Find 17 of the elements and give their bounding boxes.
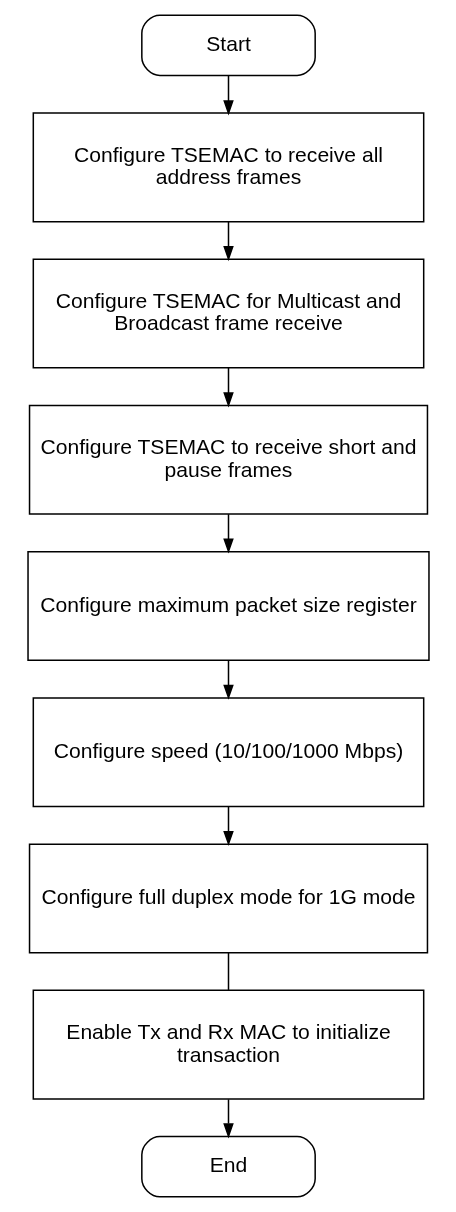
node-box: Start bbox=[140, 14, 316, 77]
arrow bbox=[222, 367, 234, 408]
node-box: Configure TSEMAC to receive all address frames bbox=[32, 112, 424, 223]
node-box: End bbox=[140, 1135, 316, 1198]
arrow bbox=[222, 805, 234, 846]
arrow bbox=[222, 659, 234, 700]
node-box: Configure TSEMAC for Multicast and Broadcast frame receive bbox=[32, 258, 424, 369]
node-box: Enable Tx and Rx MAC to initialize transaction bbox=[32, 989, 424, 1100]
node-box: Configure maximum packet size register bbox=[26, 551, 430, 661]
node-box: Configure full duplex mode for 1G mode bbox=[28, 843, 428, 954]
arrow bbox=[222, 221, 234, 262]
connector bbox=[227, 952, 229, 991]
arrow bbox=[222, 74, 234, 116]
node-box: Configure TSEMAC to receive short and pause frames bbox=[28, 404, 428, 515]
arrow bbox=[222, 1098, 234, 1139]
arrow bbox=[222, 513, 234, 554]
node-box: Configure speed (10/100/1000 Mbps) bbox=[32, 697, 424, 808]
